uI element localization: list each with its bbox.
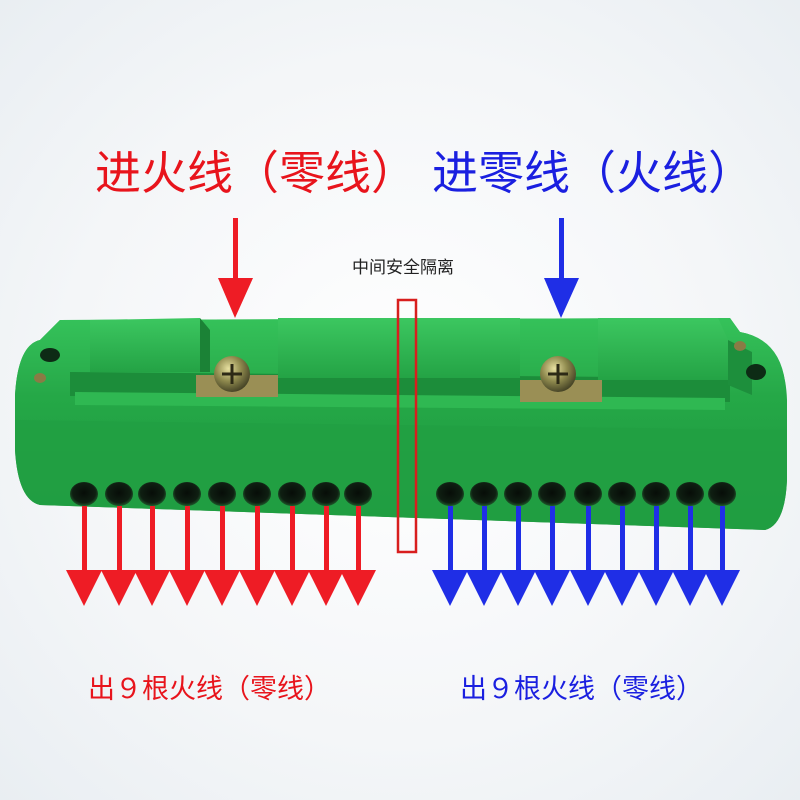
screw-terminal-right [520,356,602,402]
terminal-block-body [15,318,787,530]
isolation-frame [396,298,418,554]
output-label-right: 出９根火线（零线） [460,674,703,705]
input-label-right: 进零线（火线） [432,146,754,200]
output-arrows-blue [432,506,740,606]
output-holes-left [70,482,372,506]
output-label-left: 出９根火线（零线） [88,674,331,705]
output-arrows-red [66,506,376,606]
screw-terminal-left [196,356,278,397]
input-arrow-red [218,218,253,318]
input-arrow-blue [544,218,579,318]
output-holes-right [436,482,736,506]
isolation-note: 中间安全隔离 [352,258,454,278]
input-label-left: 进火线（零线） [95,146,417,200]
